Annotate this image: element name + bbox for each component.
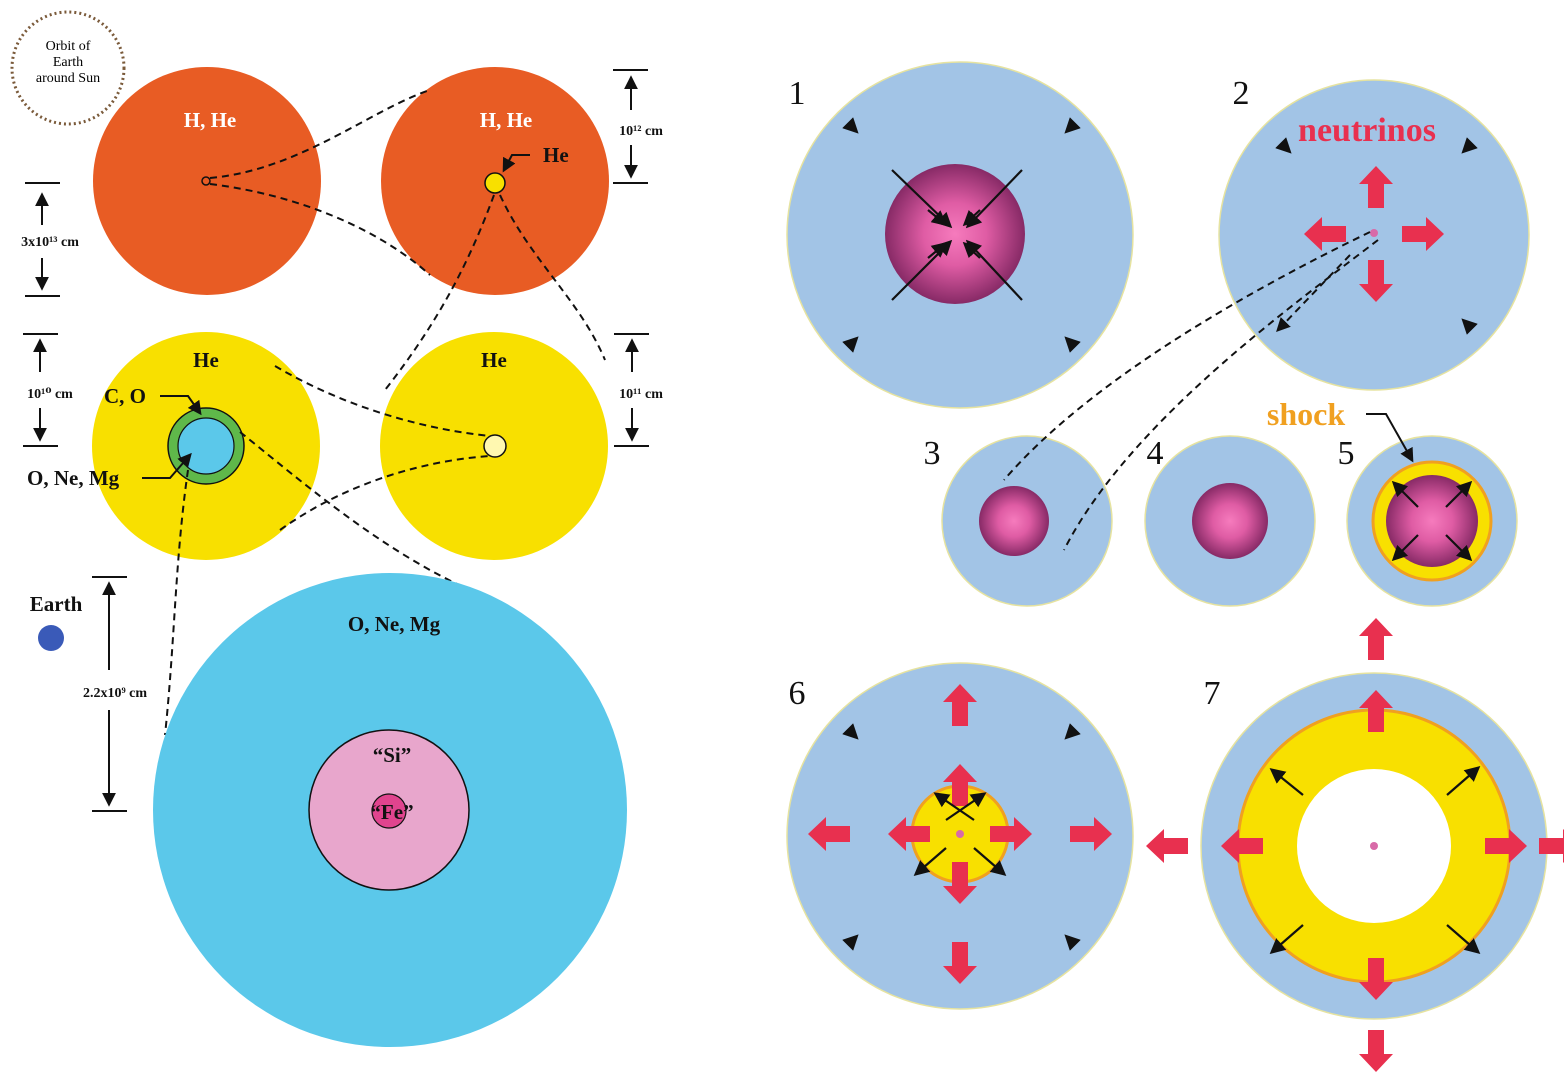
outflow-arrow-icon [1402, 217, 1444, 251]
dim-1e10-label: 10¹⁰ cm [27, 387, 73, 402]
panel-number-6: 6 [789, 675, 806, 712]
outflow-arrow-icon [1391, 534, 1419, 562]
fe-label: “Fe” [370, 800, 413, 824]
panel7-core [1370, 842, 1378, 850]
outflow-arrow-icon [973, 847, 1007, 877]
outflow-arrow-icon [1304, 217, 1346, 251]
outflow-arrow-icon [1485, 829, 1527, 863]
dim-1e12-label: 10¹² cm [619, 124, 663, 139]
outflow-arrow-icon [943, 862, 977, 904]
shock-label: shock [1267, 396, 1345, 432]
outflow-arrow-icon [943, 764, 977, 806]
helium-core-label: He [543, 143, 569, 167]
panel6-core [956, 830, 964, 838]
dim-1e10: 10¹⁰ cm [23, 333, 73, 447]
earth-label: Earth [30, 592, 83, 616]
outflow-arrow-icon [1359, 958, 1393, 1000]
dim-1e11: 10¹¹ cm [614, 333, 663, 447]
panel1-core [885, 164, 1025, 304]
outflow-arrow-icon [990, 817, 1032, 851]
outflow-arrow-icon [913, 847, 947, 877]
outflow-arrow-icon [943, 684, 977, 726]
infall-arrow-icon [842, 934, 859, 951]
earth-dot [38, 625, 64, 651]
onemg-label-small: O, Ne, Mg [27, 466, 120, 490]
infall-arrow-icon [1461, 318, 1478, 335]
panel-number-5: 5 [1338, 435, 1355, 472]
infall-arrow-icon [1064, 934, 1081, 951]
panel-number-3: 3 [924, 435, 941, 472]
collapse-sequence-panel: 1 2 3 4 5 6 7 neutrinos shock [786, 61, 1564, 1072]
dim-3e13: 3x10¹³ cm [21, 182, 79, 297]
outflow-arrow-icon [1221, 829, 1263, 863]
si-label: “Si” [373, 743, 412, 767]
row2-left-label: He [193, 348, 219, 372]
panel-number-7: 7 [1204, 675, 1221, 712]
onemg-core-small [177, 417, 235, 475]
panel2-core [1370, 229, 1378, 237]
outflow-arrow-icon [1269, 924, 1304, 955]
panel4-core [1192, 483, 1268, 559]
row1-left-label: H, He [184, 108, 237, 132]
outflow-arrow-icon [1359, 166, 1393, 208]
outflow-arrow-icon [1445, 534, 1473, 562]
onemg-label-large: O, Ne, Mg [348, 612, 441, 636]
co-label: C, O [104, 384, 146, 408]
tiny-core-row2 [483, 434, 507, 458]
outflow-arrow-icon [888, 817, 930, 851]
outflow-arrow-icon [1445, 480, 1473, 508]
outflow-arrow-icon [1070, 817, 1112, 851]
infall-arrow-icon [927, 242, 948, 259]
onion-structure-panel: Orbit of Earth around Sun H, He H, He He… [10, 10, 663, 1047]
tiny-core-marker [201, 176, 211, 186]
earth-orbit: Orbit of Earth around Sun [10, 10, 126, 126]
neutrinos-label: neutrinos [1298, 112, 1436, 149]
dim-1e12: 10¹² cm [613, 69, 663, 184]
outflow-arrow-icon [1146, 829, 1188, 863]
infall-arrow-icon [1064, 336, 1081, 353]
helium-core-small [484, 172, 506, 194]
infall-arrow-icon [962, 209, 981, 227]
fe-core [371, 793, 407, 829]
outflow-arrow-icon [1539, 829, 1564, 863]
row1-right-label: H, He [480, 108, 533, 132]
infall-arrow-icon [842, 723, 859, 740]
dim-1e11-label: 10¹¹ cm [619, 387, 663, 402]
row2-right-label: He [481, 348, 507, 372]
infall-arrow-icon [962, 241, 981, 259]
outflow-arrow-icon [933, 792, 975, 821]
outflow-arrow-icon [1446, 924, 1481, 955]
infall-arrow-icon [842, 117, 859, 134]
panel-number-2: 2 [1233, 75, 1250, 112]
infall-arrow-icon [1275, 137, 1292, 154]
infall-arrow-icon [1064, 723, 1081, 740]
infall-arrow-icon [927, 209, 948, 226]
panel3-core [979, 486, 1049, 556]
outflow-arrow-icon [1359, 260, 1393, 302]
orbit-label-line2: Earth [53, 55, 83, 70]
outflow-arrow-icon [943, 942, 977, 984]
infall-arrow-icon [1461, 137, 1478, 154]
dim-2e9: 2.2x10⁹ cm [83, 576, 147, 812]
dim-2e9-label: 2.2x10⁹ cm [83, 686, 147, 701]
infall-arrow-icon [842, 336, 859, 353]
outflow-arrow-icon [1391, 480, 1419, 508]
panel-number-4: 4 [1147, 435, 1164, 472]
outflow-arrow-icon [1359, 690, 1393, 732]
arrows-layer [808, 117, 1564, 1072]
outflow-arrow-icon [1359, 618, 1393, 660]
infall-arrow-icon [1064, 117, 1081, 134]
outflow-arrow-icon [945, 792, 987, 821]
outflow-arrow-icon [1269, 768, 1304, 796]
outflow-arrow-icon [808, 817, 850, 851]
dim-3e13-label: 3x10¹³ cm [21, 235, 79, 250]
panel-number-1: 1 [789, 75, 806, 112]
orbit-label-line1: Orbit of [46, 39, 91, 54]
outflow-arrow-icon [1446, 765, 1481, 796]
outflow-arrow-icon [1359, 1030, 1393, 1072]
hydrogen-envelope-star-left [93, 67, 321, 295]
orbit-label-line3: around Sun [36, 71, 100, 86]
